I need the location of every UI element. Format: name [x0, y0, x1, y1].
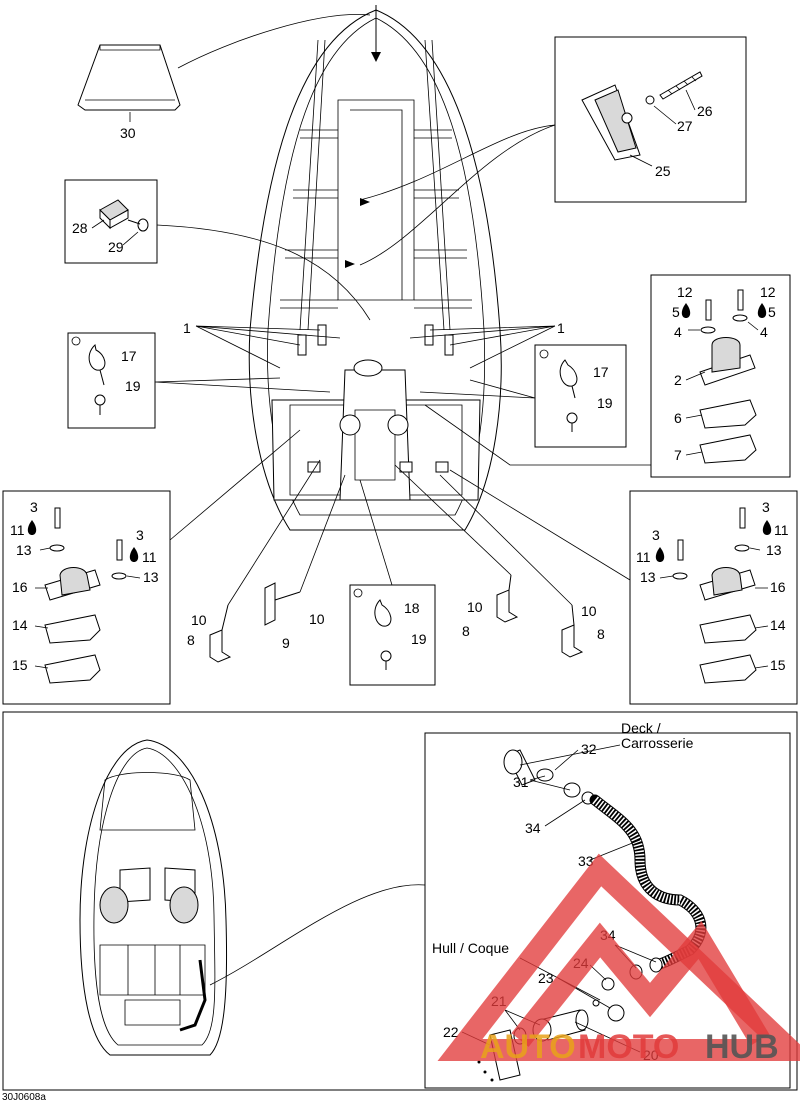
callout-15-right: 15 — [770, 657, 786, 673]
callout-18: 18 — [404, 600, 420, 616]
callout-15-left: 15 — [12, 657, 28, 673]
box-17-19-left: 17 19 — [67, 332, 331, 429]
hull-top-view — [248, 5, 502, 531]
callout-13-left-a: 13 — [16, 542, 32, 558]
callout-12-a: 12 — [677, 284, 693, 300]
box-mount-left: 3 11 13 3 11 13 16 14 15 — [2, 429, 301, 705]
callout-19-center: 19 — [411, 631, 427, 647]
label-carrosserie: Carrosserie — [621, 735, 694, 751]
callout-11-left-a: 11 — [10, 522, 25, 538]
callout-32: 32 — [581, 741, 597, 757]
callout-30: 30 — [120, 125, 136, 141]
callout-8-b: 8 — [462, 623, 470, 639]
callout-6: 6 — [674, 410, 682, 426]
callout-10-c: 10 — [467, 599, 483, 615]
part-30-cover: 30 — [77, 14, 371, 141]
callout-3-left-b: 3 — [136, 527, 144, 543]
callout-27: 27 — [677, 118, 693, 134]
callout-16-left: 16 — [12, 579, 28, 595]
watermark-hub: HUB — [705, 1028, 779, 1066]
brand-watermark: AUTO MOTO HUB — [437, 853, 800, 1066]
callouts-1: 1 1 — [183, 320, 565, 369]
label-deck: Deck / — [621, 720, 661, 736]
callout-1-right: 1 — [557, 320, 565, 336]
callout-31: 31 — [513, 774, 529, 790]
callout-12-b: 12 — [760, 284, 776, 300]
callout-3-right-b: 3 — [652, 527, 660, 543]
callout-7: 7 — [674, 447, 682, 463]
callout-4-b: 4 — [760, 324, 768, 340]
callout-23: 23 — [538, 970, 554, 986]
callout-14-right: 14 — [770, 617, 786, 633]
box-28-29: 28 29 — [64, 179, 371, 321]
callout-33: 33 — [578, 853, 594, 869]
callout-5-b: 5 — [768, 304, 776, 320]
callout-11-right-b: 11 — [636, 549, 651, 565]
callout-4-a: 4 — [674, 324, 682, 340]
box-17-19-right: 17 19 — [419, 344, 627, 448]
callout-17-left: 17 — [121, 348, 137, 364]
watermark-auto: AUTO — [480, 1028, 576, 1066]
box-mount-right: 12 12 5 5 4 4 2 6 7 — [424, 274, 791, 478]
callout-10-d: 10 — [581, 603, 597, 619]
callout-26: 26 — [697, 103, 713, 119]
callout-13-left-b: 13 — [143, 569, 159, 585]
callout-1-left: 1 — [183, 320, 191, 336]
callout-9: 9 — [282, 635, 290, 651]
callout-14-left: 14 — [12, 617, 28, 633]
callout-11-left-b: 11 — [142, 549, 157, 565]
callout-34-top: 34 — [525, 820, 541, 836]
callout-17-right: 17 — [593, 364, 609, 380]
callout-29: 29 — [108, 239, 124, 255]
callout-10-a: 10 — [191, 612, 207, 628]
lower-panel: Deck / Carrosserie Hull / Coque 32 31 34… — [2, 711, 798, 1091]
callout-13-right-b: 13 — [640, 569, 656, 585]
callout-2: 2 — [674, 372, 682, 388]
figure-id: 30J0608a — [2, 1092, 46, 1103]
callout-19-right: 19 — [597, 395, 613, 411]
callout-16-right: 16 — [770, 579, 786, 595]
callout-11-right-a: 11 — [774, 522, 789, 538]
callout-13-right-a: 13 — [766, 542, 782, 558]
box-18-19-center: 18 19 — [349, 479, 436, 686]
callout-8-a: 8 — [187, 632, 195, 648]
callout-22: 22 — [443, 1024, 459, 1040]
callout-8-c: 8 — [597, 626, 605, 642]
callout-3-right-a: 3 — [762, 499, 770, 515]
label-hull: Hull / Coque — [432, 940, 509, 956]
callout-25: 25 — [655, 163, 671, 179]
box-mount-right-lower: 3 11 13 3 11 13 16 14 15 — [449, 469, 798, 705]
callout-5-a: 5 — [672, 304, 680, 320]
brackets-8-9-10: 10 8 9 10 10 8 10 8 — [187, 459, 605, 663]
callout-10-b: 10 — [309, 611, 325, 627]
callout-3-left-a: 3 — [30, 499, 38, 515]
callout-28: 28 — [72, 220, 88, 236]
watermark-moto: MOTO — [578, 1028, 679, 1066]
callout-19-left: 19 — [125, 378, 141, 394]
box-25-26-27: 26 27 25 — [359, 36, 747, 266]
